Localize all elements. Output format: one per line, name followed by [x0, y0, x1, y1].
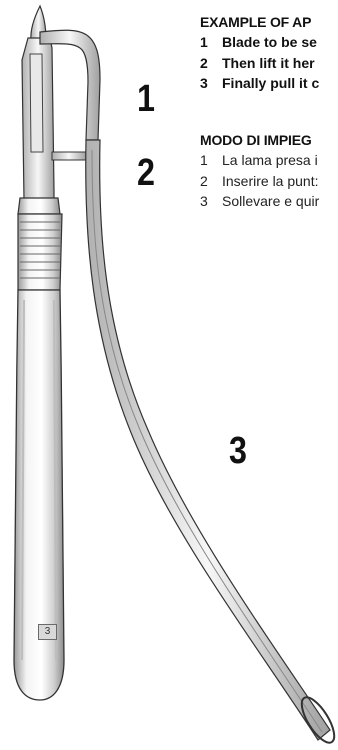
- callout-number-2: 2: [137, 154, 155, 192]
- step-number: 1: [200, 150, 222, 171]
- step-text: La lama presa i: [222, 152, 318, 168]
- step-number: 2: [200, 171, 222, 192]
- step-number: 3: [200, 191, 222, 212]
- instructions-english-heading: EXAMPLE OF AP: [200, 12, 338, 32]
- step-text: Sollevare e quir: [222, 193, 319, 209]
- step-number: 1: [200, 32, 222, 53]
- handle-size-marking: 3: [38, 624, 57, 640]
- callout-number-3: 3: [229, 432, 247, 470]
- step-number: 3: [200, 73, 222, 94]
- step-text: Inserire la punt:: [222, 173, 319, 189]
- callout-number-1: 1: [137, 80, 155, 118]
- step-text: Blade to be se: [222, 34, 317, 50]
- step-text: Then lift it her: [222, 55, 315, 71]
- instructions-italian-heading: MODO DI IMPIEG: [200, 130, 338, 150]
- step-text: Finally pull it c: [222, 75, 319, 91]
- scalpel-handle: [14, 38, 64, 700]
- step-number: 2: [200, 53, 222, 74]
